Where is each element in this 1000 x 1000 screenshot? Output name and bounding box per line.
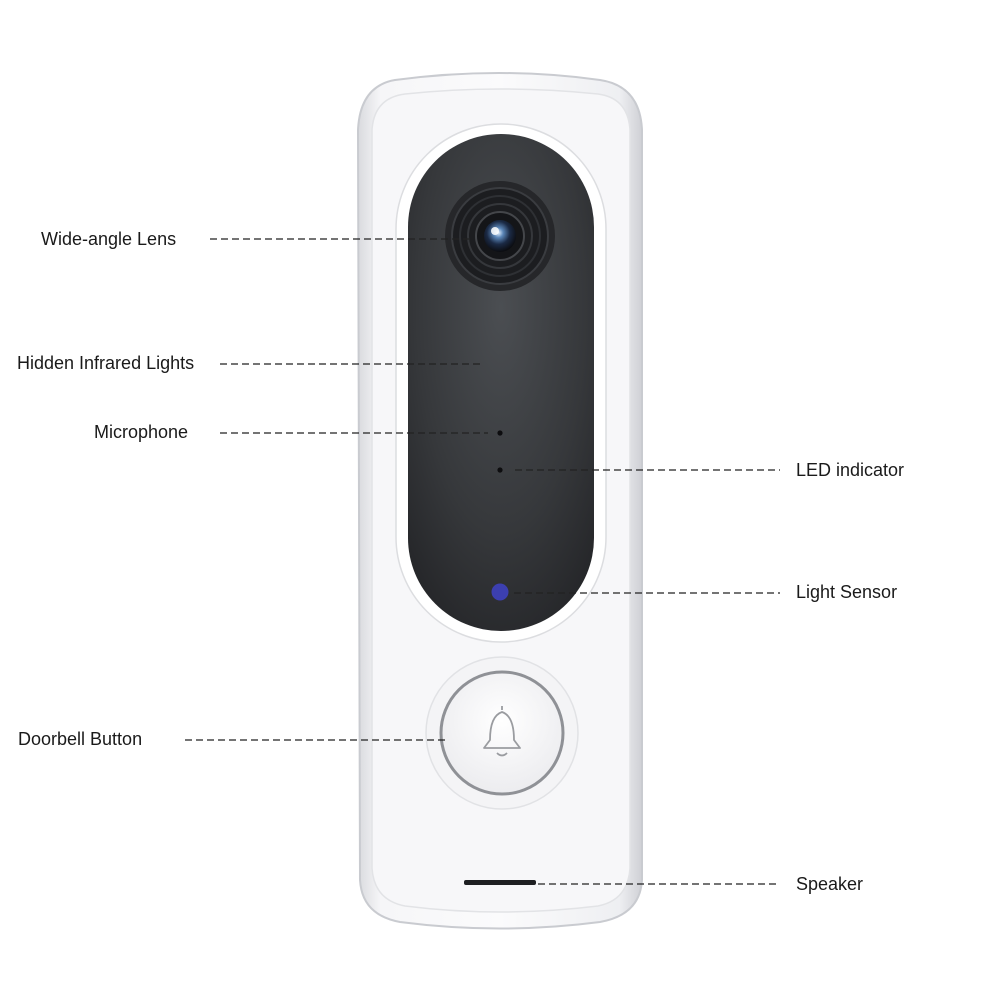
label-speaker: Speaker	[796, 874, 863, 894]
camera-lens	[445, 181, 555, 291]
light-sensor-dot	[491, 583, 509, 601]
speaker-slot	[464, 880, 536, 885]
led-indicator-hole	[497, 467, 503, 473]
doorbell-button[interactable]	[425, 656, 579, 810]
label-hidden-infrared-lights: Hidden Infrared Lights	[17, 353, 194, 373]
label-doorbell-button: Doorbell Button	[18, 729, 142, 749]
microphone-hole	[497, 430, 503, 436]
label-wide-angle-lens: Wide-angle Lens	[41, 229, 176, 249]
bell-icon	[483, 706, 521, 757]
label-light-sensor: Light Sensor	[796, 582, 897, 602]
label-microphone: Microphone	[94, 422, 188, 442]
label-led-indicator: LED indicator	[796, 460, 904, 480]
